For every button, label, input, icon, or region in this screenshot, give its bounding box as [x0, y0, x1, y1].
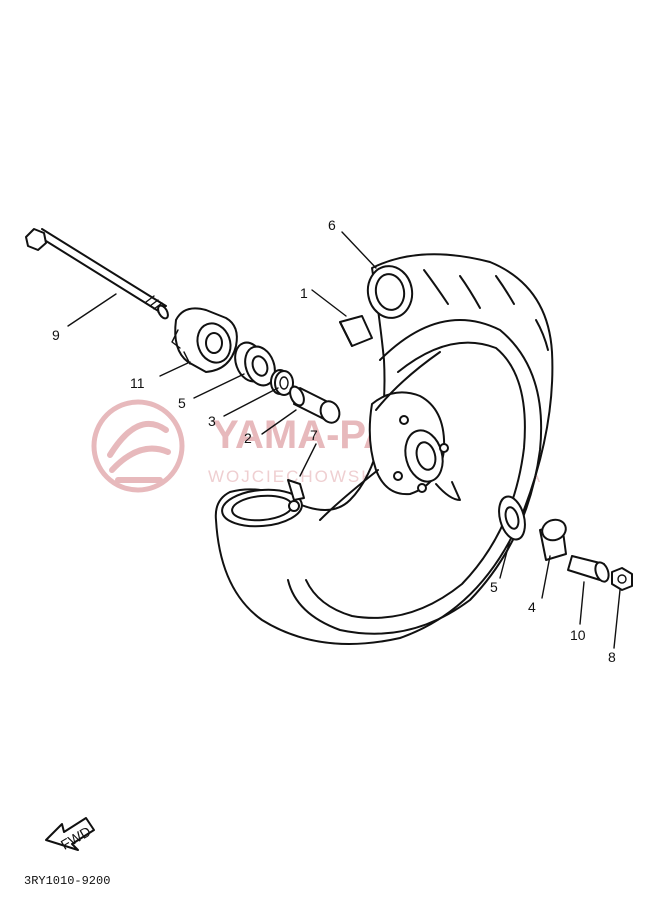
tire-front-cut: [221, 488, 303, 528]
nut-part: [611, 567, 633, 591]
fwd-arrow-icon: FWD: [45, 817, 95, 853]
callout-2: 2: [244, 430, 252, 446]
callout-10: 10: [570, 627, 586, 643]
callout-6: 6: [328, 217, 336, 233]
spacer-part: [289, 385, 341, 424]
tire-cutaway: [366, 265, 414, 319]
callout-11: 11: [130, 375, 145, 391]
callout-3: 3: [208, 413, 216, 429]
pin-part: [287, 479, 305, 512]
bearing-left-part: [234, 341, 276, 387]
oil-seal-part: [270, 369, 294, 396]
callout-1: 1: [300, 285, 308, 301]
diagram-code: 3RY1010-9200: [24, 874, 110, 888]
axle-part: [25, 228, 169, 320]
watermark-logo-icon: [91, 399, 185, 493]
callout-5-left: 5: [178, 395, 186, 411]
wheel-hub: [319, 351, 461, 521]
callout-9: 9: [52, 327, 60, 343]
right-spacer-part: [567, 555, 610, 583]
bearing-right-part: [498, 495, 526, 541]
gear-unit-part: [171, 307, 238, 373]
callout-5-right: 5: [490, 579, 498, 595]
callout-4: 4: [528, 599, 536, 615]
callouts: 1 2 3 4 5 5 6 7 8 9 10 11: [52, 217, 616, 665]
callout-7: 7: [310, 427, 318, 443]
tube-part: [339, 315, 373, 347]
leader-lines: [67, 231, 621, 649]
callout-8: 8: [608, 649, 616, 665]
collar-part: [539, 518, 567, 561]
